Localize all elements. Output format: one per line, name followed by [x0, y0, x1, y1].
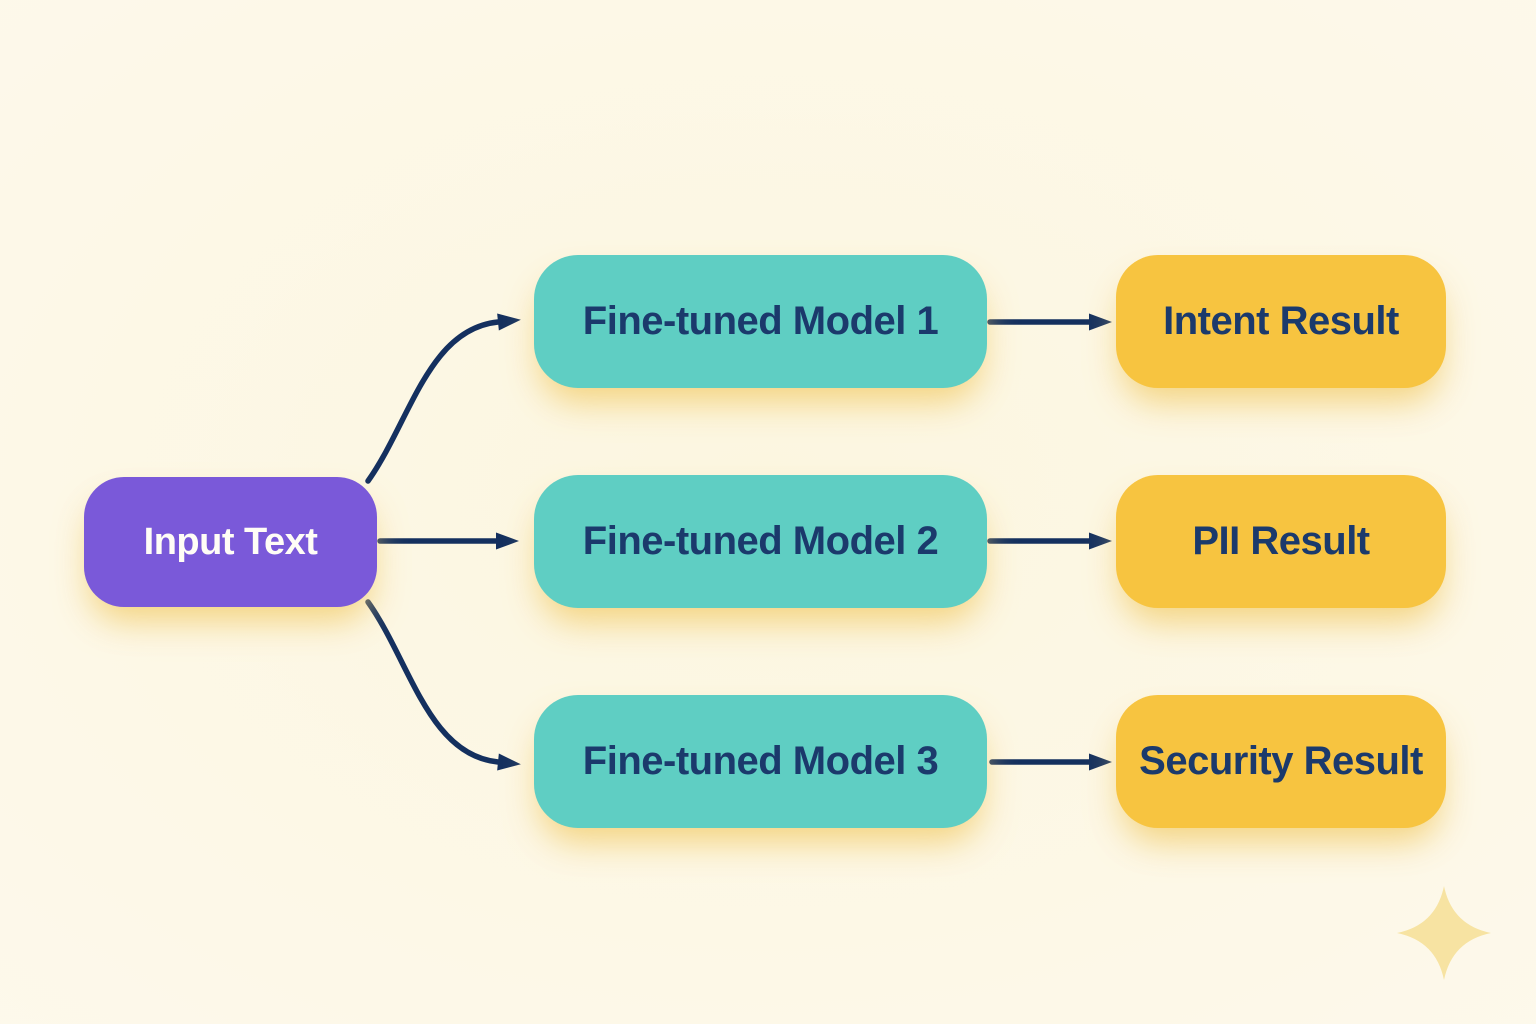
node-fine-tuned-model-2-label: Fine-tuned Model 2: [582, 519, 939, 563]
node-security-result-label: Security Result: [1139, 739, 1423, 783]
sparkle-icon: [1397, 886, 1491, 980]
node-pii-result: PII Result: [1116, 475, 1446, 608]
node-fine-tuned-model-1-label: Fine-tuned Model 1: [582, 299, 939, 343]
arrow-input-to-model-1: [365, 313, 521, 484]
node-security-result: Security Result: [1116, 695, 1446, 828]
node-fine-tuned-model-3-label: Fine-tuned Model 3: [582, 739, 939, 783]
node-intent-result: Intent Result: [1116, 255, 1446, 388]
node-fine-tuned-model-2: Fine-tuned Model 2: [534, 475, 987, 608]
node-intent-result-label: Intent Result: [1163, 299, 1399, 343]
arrow-input-to-model-3: [365, 599, 521, 771]
node-pii-result-label: PII Result: [1192, 519, 1370, 563]
node-input-text-label: Input Text: [143, 520, 318, 563]
node-fine-tuned-model-3: Fine-tuned Model 3: [534, 695, 987, 828]
node-input-text: Input Text: [84, 477, 377, 607]
node-fine-tuned-model-1: Fine-tuned Model 1: [534, 255, 987, 388]
